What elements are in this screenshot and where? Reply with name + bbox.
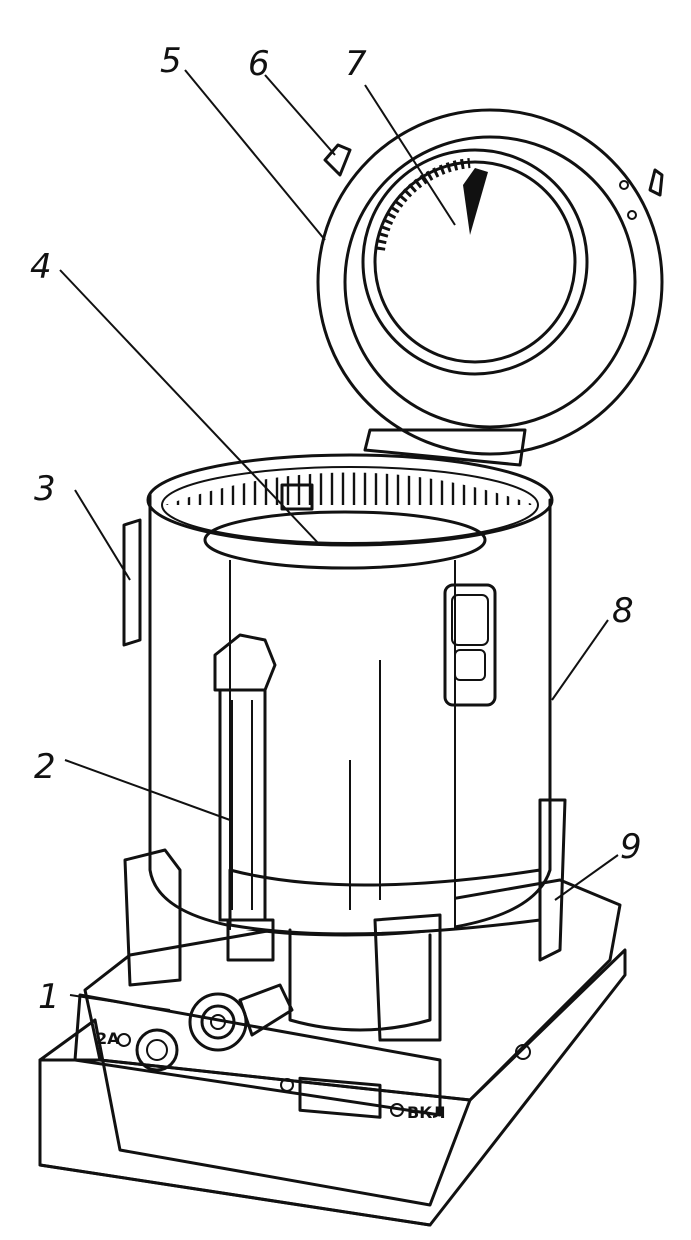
power-switch bbox=[298, 1076, 382, 1119]
leader-6 bbox=[264, 74, 336, 156]
callout-9: 9 bbox=[620, 827, 642, 867]
leader-2 bbox=[64, 759, 231, 821]
leader-3 bbox=[74, 489, 131, 581]
leader-1 bbox=[69, 994, 171, 1011]
leader-4 bbox=[59, 269, 321, 546]
base-screw bbox=[515, 1044, 531, 1060]
callout-8: 8 bbox=[612, 591, 634, 631]
leader-8 bbox=[551, 619, 609, 701]
fuse-indicator-icon bbox=[117, 1033, 131, 1047]
vessel-body bbox=[122, 453, 567, 1042]
leader-5 bbox=[184, 69, 326, 241]
indicator-off-icon bbox=[280, 1078, 294, 1092]
pressure-needle bbox=[463, 168, 488, 235]
callout-5: 5 bbox=[160, 41, 182, 81]
lid-clamp-left bbox=[323, 143, 352, 177]
water-level-gauge bbox=[213, 633, 277, 962]
leader-9 bbox=[554, 854, 619, 901]
leader-lines bbox=[59, 69, 619, 1011]
left-handle bbox=[122, 518, 142, 647]
indicator-on-icon bbox=[390, 1103, 404, 1117]
lid-lock bbox=[443, 583, 497, 707]
lid-clamp-right bbox=[648, 168, 664, 197]
callout-6: 6 bbox=[248, 44, 270, 84]
fuse-label: 2A bbox=[96, 1029, 120, 1048]
switch-label: ВКЛ bbox=[407, 1103, 446, 1122]
callout-1: 1 bbox=[38, 977, 60, 1017]
callout-labels: 1 2 3 4 5 6 7 8 9 bbox=[30, 41, 642, 1017]
callout-3: 3 bbox=[34, 469, 56, 509]
callout-4: 4 bbox=[30, 247, 52, 287]
callout-2: 2 bbox=[34, 747, 56, 787]
lid bbox=[316, 108, 664, 467]
leader-7 bbox=[364, 84, 456, 226]
base: ВКЛ 2A bbox=[38, 878, 627, 1227]
right-support bbox=[373, 913, 442, 1042]
left-support bbox=[123, 848, 182, 987]
lid-hinge bbox=[363, 428, 527, 467]
drain-valve bbox=[188, 983, 294, 1052]
fuse-knob bbox=[135, 1028, 179, 1072]
lid-latch bbox=[280, 483, 314, 511]
callout-7: 7 bbox=[345, 44, 367, 84]
